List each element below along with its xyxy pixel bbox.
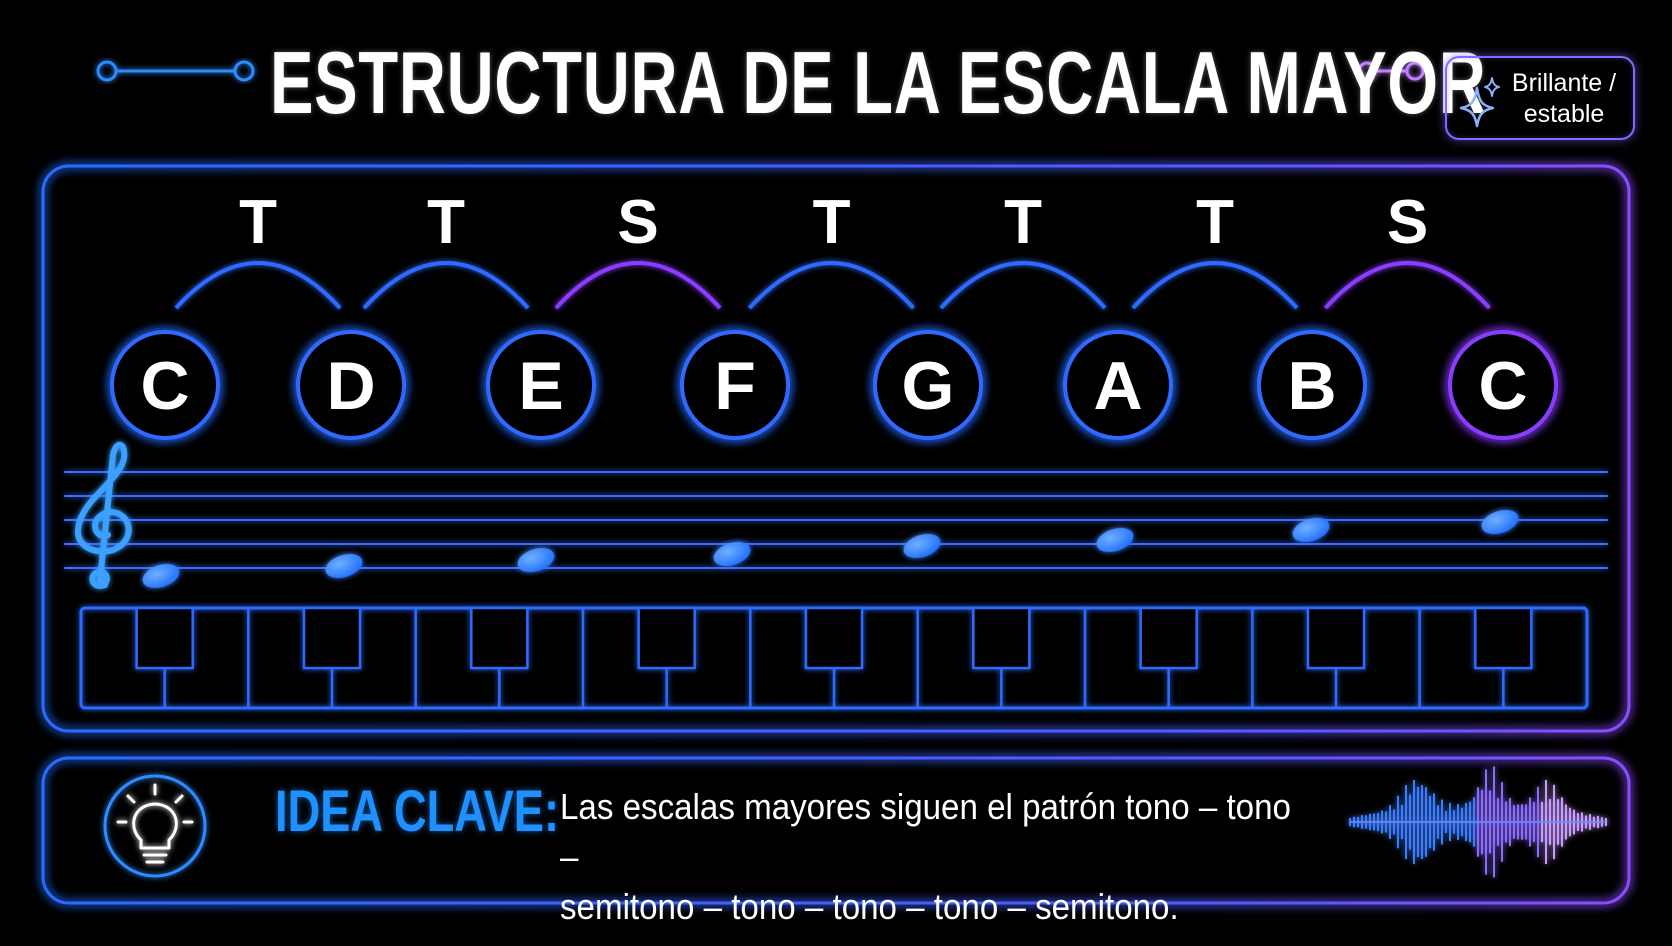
note-head bbox=[325, 554, 363, 578]
note-head bbox=[713, 542, 751, 566]
note-head bbox=[142, 564, 180, 588]
step-label: T bbox=[239, 188, 277, 257]
note-circle bbox=[110, 330, 220, 440]
black-key bbox=[470, 606, 529, 670]
note-label: F bbox=[714, 348, 756, 424]
mood-badge: Brillante / estable bbox=[1445, 56, 1635, 140]
note-circle bbox=[680, 330, 790, 440]
note-head bbox=[517, 548, 555, 572]
step-label: T bbox=[1196, 188, 1234, 257]
lightbulb-icon bbox=[103, 774, 207, 878]
note-head bbox=[903, 534, 941, 558]
step-arc bbox=[554, 261, 722, 310]
note-circle bbox=[296, 330, 406, 440]
note-label: B bbox=[1287, 348, 1336, 424]
note-head bbox=[1292, 518, 1330, 542]
note-label: G bbox=[902, 348, 955, 424]
badge-label: Brillante / estable bbox=[1503, 68, 1625, 130]
black-key bbox=[135, 606, 194, 670]
badge-line-2: estable bbox=[1523, 100, 1605, 128]
black-key bbox=[972, 606, 1031, 670]
title-left-ornament bbox=[96, 60, 255, 82]
treble-clef-icon bbox=[75, 441, 132, 589]
note-label: C bbox=[140, 348, 189, 424]
step-arc bbox=[748, 261, 915, 310]
note-circle bbox=[486, 330, 596, 440]
step-label: S bbox=[1387, 188, 1428, 257]
note-label: A bbox=[1093, 348, 1142, 424]
black-key bbox=[1306, 606, 1366, 670]
key-idea-line-2: semitono – tono – tono – tono – semitono… bbox=[560, 886, 1179, 927]
key-idea-label: IDEA CLAVE: bbox=[275, 779, 560, 844]
step-arc bbox=[1131, 261, 1299, 310]
key-idea-panel bbox=[41, 756, 1631, 905]
step-arc bbox=[939, 261, 1107, 310]
title-right-ornament bbox=[1357, 61, 1425, 81]
black-key bbox=[637, 606, 696, 670]
black-key bbox=[302, 606, 362, 670]
step-label: T bbox=[813, 188, 851, 257]
step-arc bbox=[1324, 261, 1491, 310]
note-head bbox=[1481, 510, 1519, 534]
step-label: T bbox=[1004, 188, 1042, 257]
step-label: S bbox=[617, 188, 658, 257]
note-circle bbox=[1257, 330, 1367, 440]
note-circle bbox=[1063, 330, 1173, 440]
key-idea-text: Las escalas mayores siguen el patrón ton… bbox=[560, 782, 1296, 932]
black-key bbox=[804, 606, 864, 670]
note-label: C bbox=[1478, 348, 1527, 424]
note-label: D bbox=[326, 348, 375, 424]
step-arc bbox=[362, 261, 530, 310]
main-panel bbox=[41, 164, 1631, 733]
step-arc bbox=[174, 261, 342, 310]
black-key bbox=[1139, 606, 1198, 670]
key-idea-line-1: Las escalas mayores siguen el patrón ton… bbox=[560, 786, 1291, 877]
step-label: T bbox=[427, 188, 465, 257]
music-staff bbox=[64, 471, 1608, 569]
black-key bbox=[1474, 606, 1533, 670]
note-circle bbox=[1448, 330, 1558, 440]
staff-notes-layer bbox=[142, 446, 1519, 588]
note-label: E bbox=[518, 348, 563, 424]
sparkle-icon bbox=[1459, 77, 1500, 128]
note-circle bbox=[873, 330, 983, 440]
badge-line-1: Brillante / bbox=[1511, 69, 1617, 97]
note-head bbox=[1096, 528, 1134, 552]
waveform-icon bbox=[1349, 766, 1607, 878]
piano-keyboard bbox=[79, 606, 1589, 710]
page-title: ESTRUCTURA DE LA ESCALA MAYOR bbox=[270, 33, 1487, 132]
